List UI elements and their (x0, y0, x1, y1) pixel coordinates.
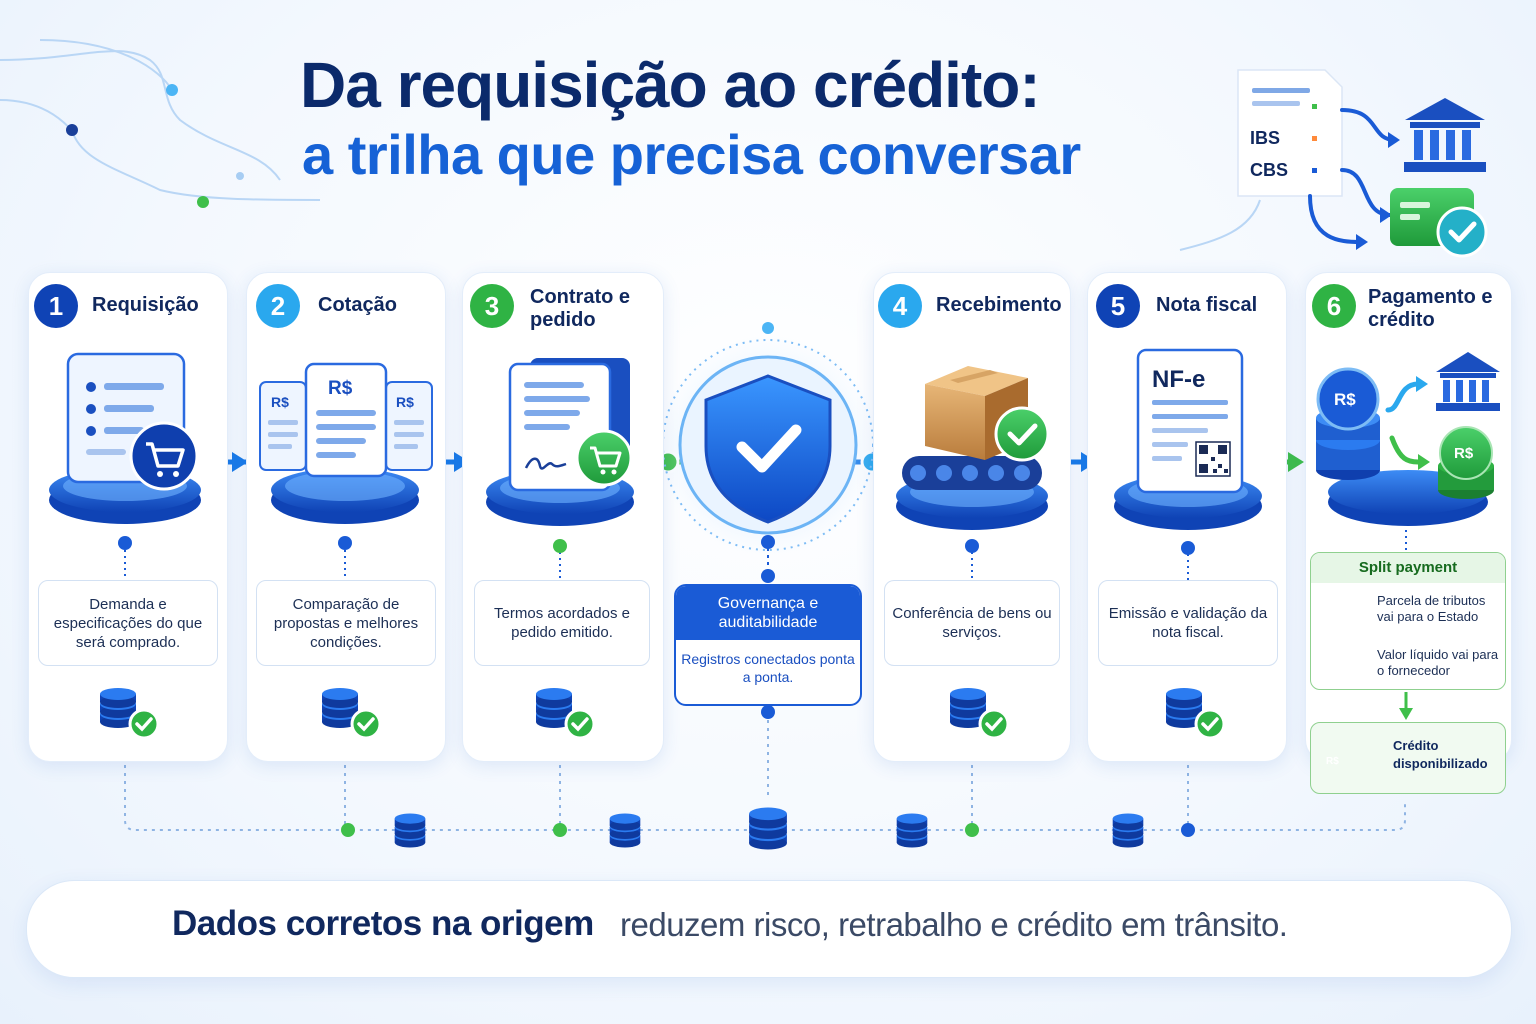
network-database-icon-4 (896, 813, 928, 848)
quote-left-currency: R$ (271, 394, 289, 410)
step-5-title: Nota fiscal (1156, 294, 1258, 316)
step-1-badge: 1 (34, 284, 78, 328)
cbs-label: CBS (1250, 160, 1289, 180)
step-1-title: Requisição (92, 294, 199, 316)
network-database-icon-1 (394, 813, 426, 848)
bottom-banner (26, 880, 1512, 978)
step-2-title: Cotação (318, 294, 397, 316)
green-card-check-icon (1390, 188, 1488, 258)
page-subtitle: a trilha que precisa conversar (302, 123, 1081, 186)
step-2-badge: 2 (256, 284, 300, 328)
decor-dot (236, 172, 244, 180)
step-1-desc: Demanda e especificações do que será com… (38, 580, 218, 666)
governance-desc: Registros conectados ponta a ponta. (681, 651, 855, 685)
step-card-5 (1087, 272, 1287, 762)
split-row-supplier: Valor líquido vai para o fornecedor (1377, 647, 1499, 678)
step-4-badge: 4 (878, 284, 922, 328)
split-payment-title: Split payment (1311, 553, 1505, 583)
nfe-label: NF-e (1152, 366, 1206, 393)
decor-dot (166, 84, 178, 96)
banner-bold-text: Dados corretos na origem (172, 904, 594, 943)
step-3-title: Contrato e pedido (530, 286, 630, 331)
step-4-desc: Conferência de bens ou serviços. (884, 580, 1060, 666)
bank-icon (1404, 98, 1486, 172)
split-row-taxes: Parcela de tributos vai para o Estado (1377, 593, 1486, 624)
banner-text: reduzem risco, retrabalho e crédito em t… (620, 906, 1288, 943)
step-card-3 (462, 272, 664, 762)
step-6-title: Pagamento e crédito (1368, 286, 1493, 331)
shield-check-icon (658, 322, 878, 719)
step-3-badge: 3 (470, 284, 514, 328)
split-payment-box: Split payment Parcela de tributos vai pa… (1310, 552, 1506, 690)
coin-blue-currency: R$ (1334, 390, 1356, 409)
coin-green-currency: R$ (1454, 445, 1474, 462)
bottom-network (124, 712, 1406, 831)
network-database-icon-5 (1112, 813, 1144, 848)
ibs-label: IBS (1250, 128, 1281, 148)
network-database-icon-3 (749, 807, 787, 850)
step-5-desc: Emissão e validação da nota fiscal. (1098, 580, 1278, 666)
step-card-1 (28, 272, 228, 762)
quote-main-currency: R$ (328, 378, 353, 399)
step-6-badge: 6 (1312, 284, 1356, 328)
credit-coin-currency: R$ (1326, 756, 1339, 767)
tax-document-icon (1237, 69, 1343, 197)
step-card-2 (246, 272, 446, 762)
step-5-badge: 5 (1096, 284, 1140, 328)
credit-box: Crédito disponibilizado (1310, 722, 1506, 794)
governance-box: Governança e auditabilidade Registros co… (674, 584, 862, 706)
decor-dot (197, 196, 209, 208)
split-coin-currency: R$ (1324, 650, 1339, 662)
step-card-4 (873, 272, 1071, 762)
step-4-title: Recebimento (936, 294, 1062, 316)
page-title: Da requisição ao crédito: (300, 49, 1041, 121)
network-database-icon-2 (609, 813, 641, 848)
bottom-network-nodes (341, 823, 1195, 837)
credit-label: Crédito disponibilizado (1393, 738, 1488, 771)
governance-title: Governança e auditabilidade (676, 586, 860, 640)
step-2-desc: Comparação de propostas e melhores condi… (256, 580, 436, 666)
decor-dot (66, 124, 78, 136)
quote-right-currency: R$ (396, 394, 414, 410)
step-3-desc: Termos acordados e pedido emitido. (474, 580, 650, 666)
decor-lines (0, 39, 321, 201)
